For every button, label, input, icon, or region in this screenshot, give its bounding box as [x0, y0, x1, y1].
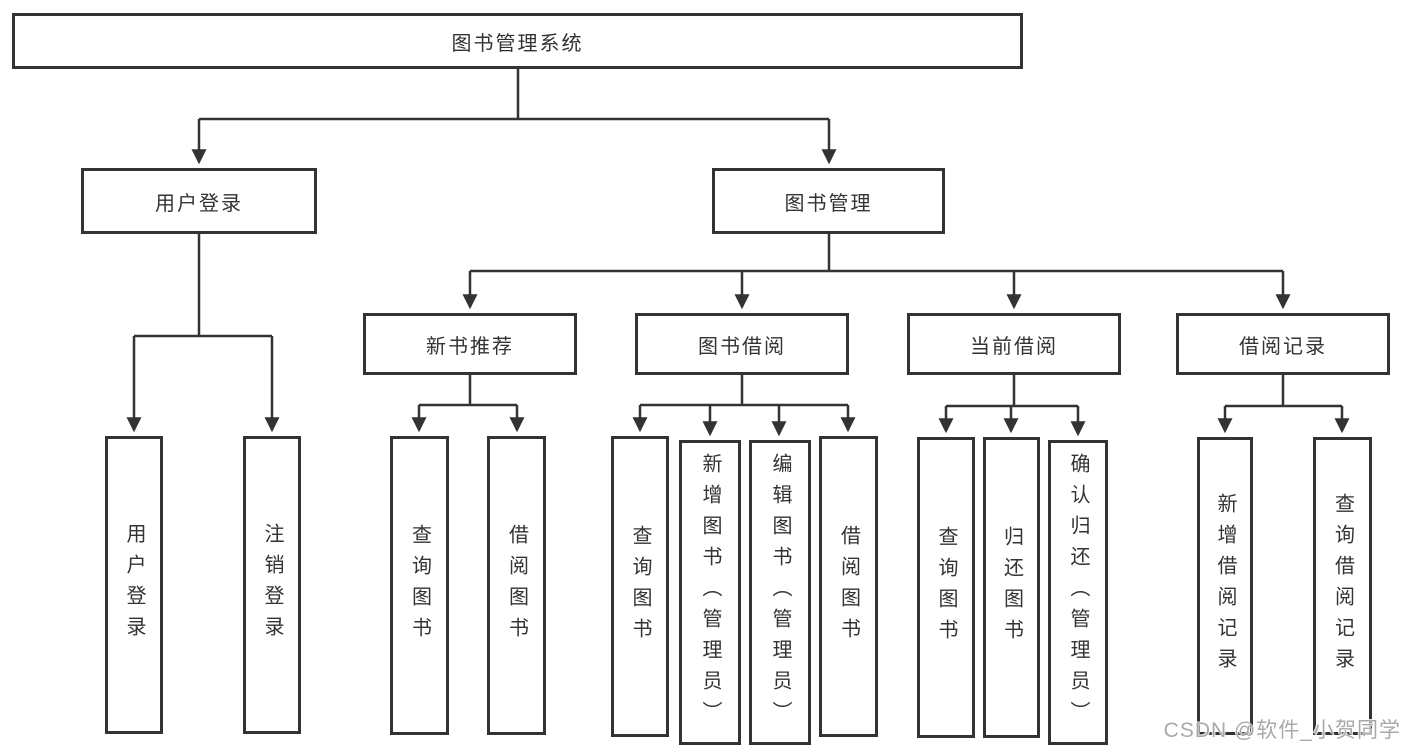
leaf-add-books-admin: 新增图书（管理员）: [679, 440, 741, 745]
node-new-book-recommend: 新书推荐: [363, 313, 577, 375]
leaf-confirm-return-admin-label: 确认归还（管理员）: [1067, 453, 1089, 732]
leaf-query-books-borrowing: 查询图书: [611, 436, 669, 737]
leaf-add-books-admin-label: 新增图书（管理员）: [699, 453, 721, 732]
node-borrowing-records-label: 借阅记录: [1239, 335, 1327, 358]
leaf-query-books-current: 查询图书: [917, 437, 975, 738]
leaf-edit-books-admin-label: 编辑图书（管理员）: [769, 453, 791, 732]
leaf-add-borrow-record: 新增借阅记录: [1197, 437, 1253, 735]
leaf-return-books-label: 归还图书: [1000, 525, 1023, 650]
node-book-borrowing-label: 图书借阅: [698, 335, 786, 358]
leaf-query-books-borrowing-label: 查询图书: [629, 524, 651, 649]
leaf-confirm-return-admin: 确认归还（管理员）: [1048, 440, 1108, 745]
leaf-query-books-recommend-label: 查询图书: [408, 523, 431, 648]
node-new-book-recommend-label: 新书推荐: [426, 335, 514, 358]
leaf-query-borrow-record-label: 查询借阅记录: [1331, 493, 1354, 679]
watermark: CSDN @软件_小贺同学: [1163, 719, 1401, 742]
leaf-add-borrow-record-label: 新增借阅记录: [1214, 493, 1236, 679]
node-user-login: 用户登录: [81, 168, 317, 234]
leaf-query-books-current-label: 查询图书: [935, 525, 957, 650]
leaf-user-login: 用户登录: [105, 436, 163, 734]
node-book-management: 图书管理: [712, 168, 945, 234]
node-current-borrowing-label: 当前借阅: [970, 335, 1058, 358]
leaf-borrow-books-recommend: 借阅图书: [487, 436, 546, 735]
leaf-logout-login-label: 注销登录: [261, 523, 283, 647]
node-book-borrowing: 图书借阅: [635, 313, 849, 375]
leaf-query-borrow-record: 查询借阅记录: [1313, 437, 1372, 735]
leaf-return-books: 归还图书: [983, 437, 1040, 738]
leaf-borrow-books-recommend-label: 借阅图书: [505, 523, 528, 648]
leaf-query-books-recommend: 查询图书: [390, 436, 449, 735]
node-root: 图书管理系统: [12, 13, 1023, 69]
node-current-borrowing: 当前借阅: [907, 313, 1121, 375]
leaf-borrow-books-borrowing-label: 借阅图书: [837, 524, 860, 649]
node-borrowing-records: 借阅记录: [1176, 313, 1390, 375]
leaf-user-login-label: 用户登录: [123, 523, 145, 647]
node-user-login-label: 用户登录: [155, 192, 243, 215]
leaf-logout-login: 注销登录: [243, 436, 301, 734]
leaf-edit-books-admin: 编辑图书（管理员）: [749, 440, 811, 745]
node-book-management-label: 图书管理: [784, 192, 873, 215]
leaf-borrow-books-borrowing: 借阅图书: [819, 436, 878, 737]
node-root-label: 图书管理系统: [451, 32, 584, 55]
